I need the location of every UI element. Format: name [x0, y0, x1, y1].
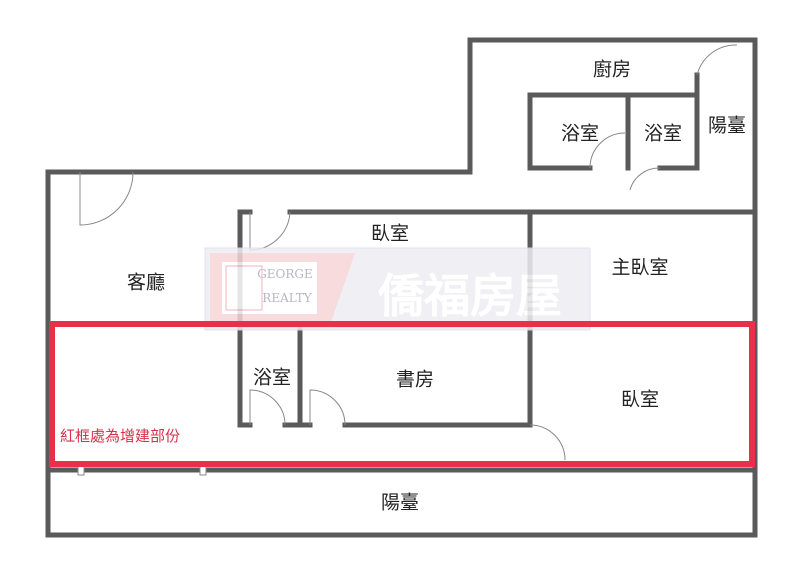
label-study: 書房 [396, 369, 434, 391]
label-living-room: 客廳 [127, 272, 165, 294]
label-balcony-bottom: 陽臺 [381, 492, 419, 514]
watermark-realty: REALTY [262, 291, 312, 305]
label-bath-3: 浴室 [253, 367, 291, 389]
watermark-george: GEORGE [257, 267, 313, 281]
label-bath-2: 浴室 [644, 123, 682, 145]
label-master-bedroom: 主臥室 [611, 257, 668, 279]
label-bedroom-2: 臥室 [621, 389, 659, 411]
label-balcony-top: 陽臺 [708, 115, 746, 137]
label-kitchen: 廚房 [593, 58, 631, 81]
extension-note: 紅框處為增建部份 [60, 427, 180, 445]
watermark-brand-zh: 僑福房屋 [377, 269, 562, 323]
extension-highlight-box [49, 321, 755, 467]
label-bedroom-1: 臥室 [371, 223, 409, 245]
watermark: GEORGE REALTY 僑福房屋 [204, 247, 591, 331]
label-bath-1: 浴室 [561, 123, 599, 145]
room-labels: 廚房 浴室 浴室 陽臺 客廳 臥室 主臥室 浴室 書房 臥室 陽臺 [127, 58, 746, 514]
